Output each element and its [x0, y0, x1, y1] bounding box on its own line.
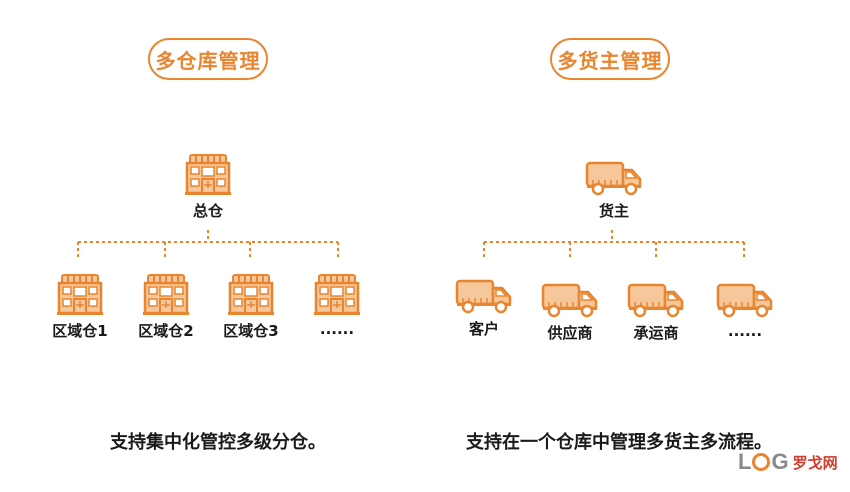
node-label: 客户	[468, 320, 499, 338]
header-multi-warehouse: 多仓库管理	[148, 38, 268, 80]
node-cargo-owner: 货主	[564, 160, 664, 221]
node-label: 总仓	[192, 202, 223, 220]
truck-icon	[541, 283, 598, 318]
node-region-warehouse-2: 区域仓2	[116, 272, 216, 341]
warehouse-icon	[57, 274, 103, 315]
node-carrier: 承运商	[606, 282, 706, 343]
node-main-warehouse: 总仓	[158, 152, 258, 221]
node-region-warehouse-1: 区域仓1	[30, 272, 130, 341]
logo-letter-g: G	[771, 449, 789, 474]
logo-cn-text: 罗戈网	[792, 454, 838, 472]
truck-icon	[627, 283, 684, 318]
node-label: 区域仓2	[138, 322, 194, 340]
truck-icon	[455, 279, 512, 314]
node-region-warehouse-more: ......	[287, 272, 387, 338]
truck-icon	[716, 283, 773, 318]
header-multi-owner: 多货主管理	[550, 38, 670, 80]
node-customer: 客户	[434, 278, 534, 339]
logo-o-circle	[752, 453, 771, 471]
node-supplier: 供应商	[520, 282, 620, 343]
caption-left: 支持集中化管控多级分仓。	[110, 432, 326, 453]
node-label: 货主	[598, 202, 629, 220]
warehouse-icon	[185, 154, 231, 195]
node-label: 承运商	[633, 324, 679, 342]
node-more-owners: ......	[695, 282, 795, 340]
node-label: ......	[727, 322, 763, 340]
watermark-logo: L G 罗戈网	[738, 448, 838, 476]
node-label: 区域仓1	[52, 322, 108, 340]
node-label: 区域仓3	[223, 322, 279, 340]
warehouse-icon	[314, 274, 360, 315]
warehouse-icon	[228, 274, 274, 315]
caption-right: 支持在一个仓库中管理多货主多流程。	[466, 432, 772, 453]
node-region-warehouse-3: 区域仓3	[201, 272, 301, 341]
warehouse-icon	[143, 274, 189, 315]
truck-icon	[585, 161, 642, 196]
node-label: ......	[319, 320, 355, 338]
logo-letter-l: L	[738, 449, 752, 474]
node-label: 供应商	[547, 324, 593, 342]
